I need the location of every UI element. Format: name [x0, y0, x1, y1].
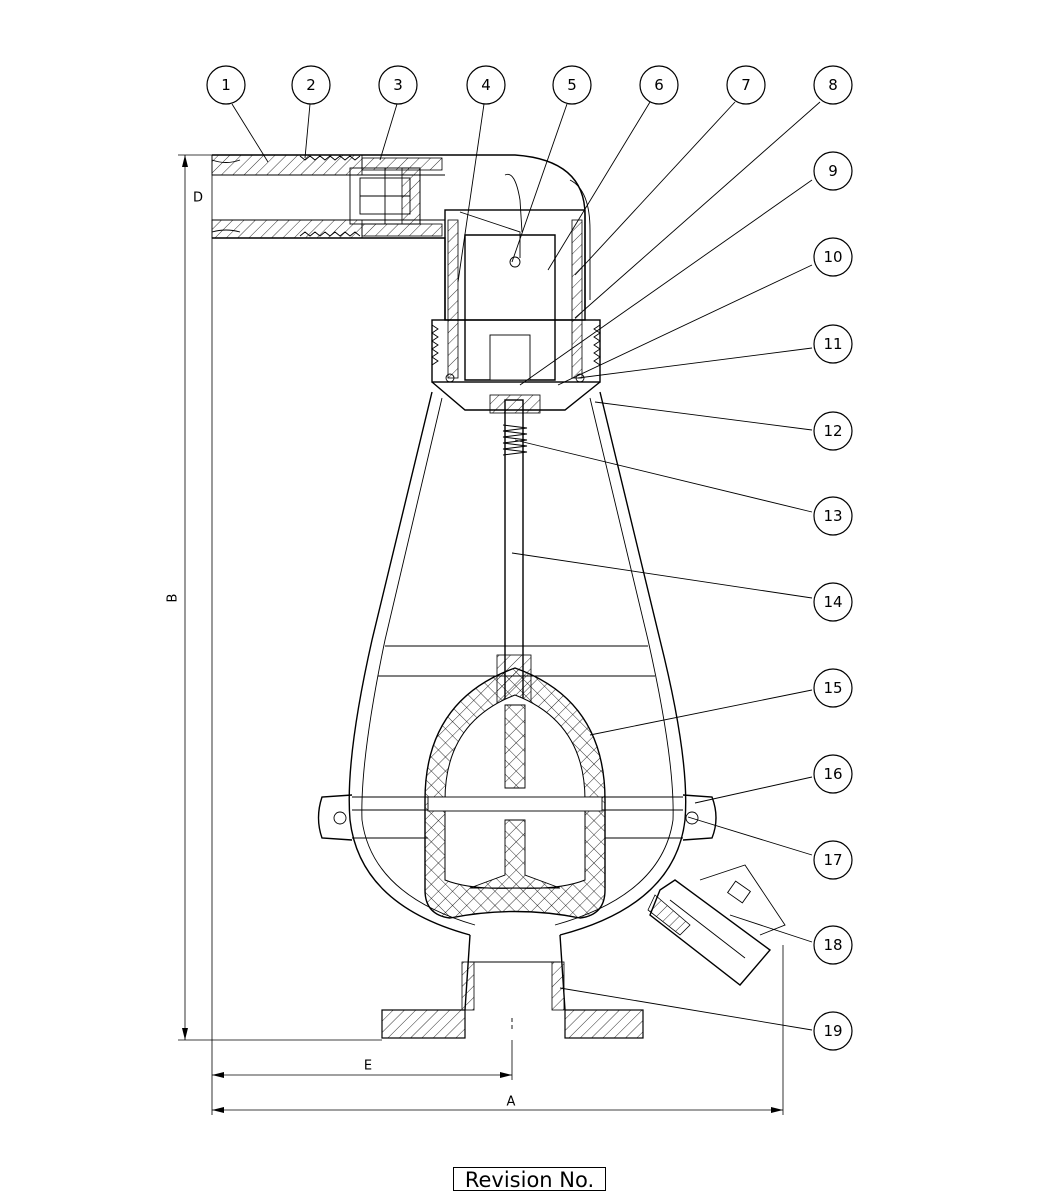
- balloon-2-label: 2: [306, 76, 316, 94]
- balloon-9: 9: [813, 151, 853, 191]
- balloon-19-label: 19: [823, 1022, 842, 1040]
- balloon-5-label: 5: [567, 76, 577, 94]
- balloon-10: 10: [813, 237, 853, 277]
- balloon-3: 3: [378, 65, 418, 105]
- balloon-14-label: 14: [823, 593, 842, 611]
- balloon-12-label: 12: [823, 422, 842, 440]
- balloon-11-label: 11: [823, 335, 842, 353]
- balloon-15-label: 15: [823, 679, 842, 697]
- dimension-b-label: B: [166, 594, 181, 603]
- revision-label: Revision No.: [464, 1168, 595, 1192]
- balloon-7: 7: [726, 65, 766, 105]
- balloon-9-label: 9: [828, 162, 838, 180]
- balloon-13-label: 13: [823, 507, 842, 525]
- balloon-8: 8: [813, 65, 853, 105]
- balloon-19: 19: [813, 1011, 853, 1051]
- upper-head: [431, 173, 601, 414]
- dimension-lines: [178, 154, 784, 1115]
- valve-body: [317, 391, 717, 936]
- balloon-15: 15: [813, 668, 853, 708]
- outlet-elbow: [211, 154, 586, 320]
- balloon-5: 5: [552, 65, 592, 105]
- inlet-flange: [381, 934, 644, 1039]
- dimension-e-label: E: [364, 1059, 372, 1074]
- balloon-17: 17: [813, 840, 853, 880]
- balloon-6-label: 6: [654, 76, 664, 94]
- balloon-7-label: 7: [741, 76, 751, 94]
- balloon-6: 6: [639, 65, 679, 105]
- balloon-12: 12: [813, 411, 853, 451]
- balloon-17-label: 17: [823, 851, 842, 869]
- balloon-14: 14: [813, 582, 853, 622]
- leader-lines: [231, 101, 821, 1031]
- drain-valve: [647, 864, 786, 986]
- dimension-d-label: D: [193, 191, 203, 206]
- balloon-4: 4: [466, 65, 506, 105]
- ball-float: [424, 667, 606, 919]
- balloon-2: 2: [291, 65, 331, 105]
- balloon-8-label: 8: [828, 76, 838, 94]
- balloon-4-label: 4: [481, 76, 491, 94]
- revision-box: Revision No.: [453, 1167, 606, 1192]
- balloon-11: 11: [813, 324, 853, 364]
- balloon-10-label: 10: [823, 248, 842, 266]
- balloon-1: 1: [206, 65, 246, 105]
- balloon-16: 16: [813, 754, 853, 794]
- balloon-16-label: 16: [823, 765, 842, 783]
- balloon-18-label: 18: [823, 936, 842, 954]
- float-stem: [496, 399, 532, 706]
- balloon-13: 13: [813, 496, 853, 536]
- dimension-a-label: A: [507, 1095, 516, 1110]
- balloon-3-label: 3: [393, 76, 403, 94]
- balloon-18: 18: [813, 925, 853, 965]
- balloon-1-label: 1: [221, 76, 231, 94]
